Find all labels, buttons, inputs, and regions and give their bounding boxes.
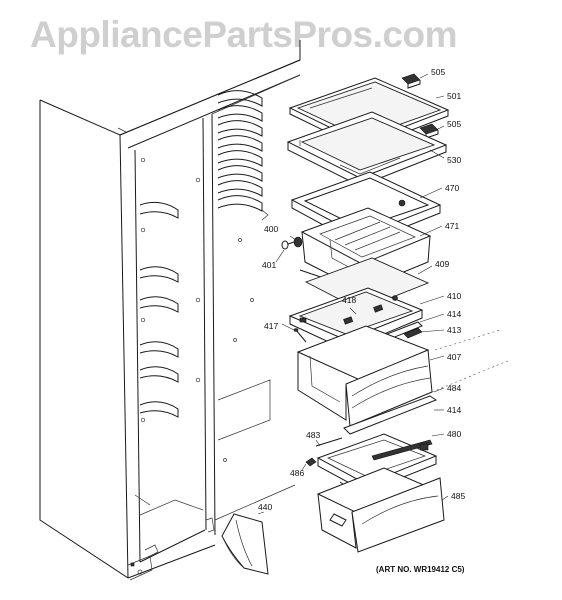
callout-530: 530 [447, 155, 461, 165]
part-485-pan-drawer [316, 467, 445, 553]
callout-471: 471 [445, 221, 459, 231]
callout-486: 486 [290, 468, 304, 478]
part-484-drawer-front-trim [343, 395, 438, 435]
part-407-crisper-drawer [296, 325, 511, 427]
callout-400: 400 [264, 224, 278, 234]
callout-480: 480 [447, 429, 461, 439]
part-505-end-cap-upper [401, 73, 421, 89]
callout-407: 407 [447, 352, 461, 362]
callout-483: 483 [306, 430, 320, 440]
part-530-shelf-frame [286, 111, 448, 187]
callout-440: 440 [258, 502, 272, 512]
callout-484: 484 [447, 383, 461, 393]
callout-401: 401 [262, 260, 276, 270]
art-number: (ART NO. WR19412 C5) [376, 565, 465, 574]
callout-485: 485 [451, 491, 465, 501]
part-483-rail [315, 437, 343, 447]
leader-lines [257, 73, 449, 515]
part-471-snack-pan [299, 207, 432, 293]
part-400-401-humidity-control [281, 236, 303, 250]
callout-417: 417 [264, 321, 278, 331]
callout-409: 409 [435, 259, 449, 269]
callout-505-upper: 505 [431, 67, 445, 77]
callout-414-upper: 414 [447, 309, 461, 319]
callout-410: 410 [447, 291, 461, 301]
callout-470: 470 [445, 183, 459, 193]
callout-501: 501 [447, 91, 461, 101]
callout-414-lower: 414 [447, 405, 461, 415]
part-440-base-grille [221, 513, 269, 575]
part-callouts: 505 501 505 530 470 400 471 401 409 418 … [258, 67, 465, 512]
refrigerator-cabinet [39, 40, 301, 581]
part-486-clip [305, 457, 317, 467]
callout-418: 418 [342, 295, 356, 305]
watermark-logo: AppliancePartsPros.com [30, 14, 457, 55]
callout-413: 413 [447, 325, 461, 335]
callout-505-lower: 505 [447, 119, 461, 129]
part-417-support-rod [293, 328, 307, 343]
